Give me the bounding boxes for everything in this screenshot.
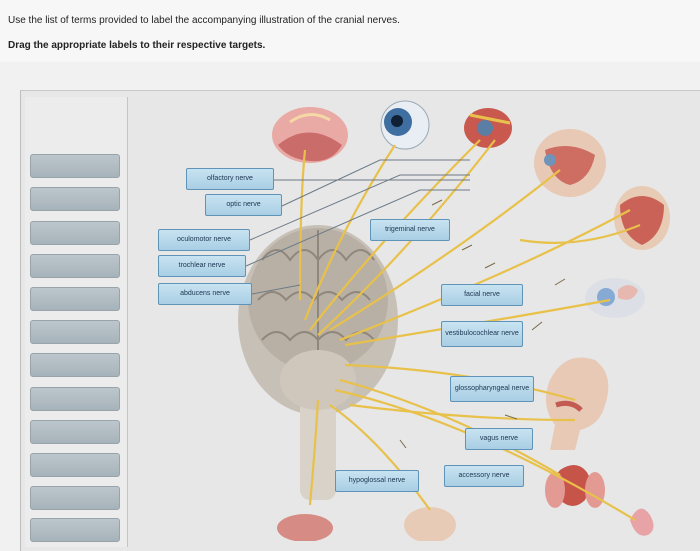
label-bank-slot[interactable] [30,420,120,444]
intestine-image [630,508,654,536]
eyeball-image [380,100,430,150]
label-glossopharyngeal-nerve[interactable]: glossopharyngeal nerve [450,376,534,402]
label-bank-slot[interactable] [30,187,120,211]
label-bank-slot[interactable] [30,518,120,542]
side-head-image [614,186,670,250]
heart-lungs-image [545,465,605,508]
label-hypoglossal-nerve[interactable]: hypoglossal nerve [335,470,419,492]
instruction-text: Use the list of terms provided to label … [8,15,400,26]
label-vestibulocochlear-nerve[interactable]: vestibulocochlear nerve [441,321,523,347]
nasal-cavity-image [272,107,348,163]
label-optic-nerve[interactable]: optic nerve [205,194,282,216]
label-trigeminal-nerve[interactable]: trigeminal nerve [370,219,450,241]
label-bank-slot[interactable] [30,287,120,311]
label-olfactory-nerve[interactable]: olfactory nerve [186,168,274,190]
label-oculomotor-nerve[interactable]: oculomotor nerve [158,229,250,251]
drag-instruction-text: Drag the appropriate labels to their res… [8,40,266,51]
label-bank-slot[interactable] [30,453,120,477]
eye-muscles-image [464,108,512,148]
label-bank-slot[interactable] [30,154,120,178]
inner-ear-image [585,278,645,318]
throat-image [546,357,609,450]
instructions-header: Use the list of terms provided to label … [0,0,700,62]
tongue-image [277,514,333,541]
label-trochlear-nerve[interactable]: trochlear nerve [158,255,246,277]
label-bank-slot[interactable] [30,387,120,411]
label-abducens-nerve[interactable]: abducens nerve [158,283,252,305]
face-image [534,129,606,197]
label-bank-slot[interactable] [30,320,120,344]
label-facial-nerve[interactable]: facial nerve [441,284,523,306]
label-vagus-nerve[interactable]: vagus nerve [465,428,533,450]
cranial-nerves-illustration [238,100,670,541]
brain-image [238,225,398,500]
leader-lines [245,159,470,295]
label-bank-slot[interactable] [30,221,120,245]
label-bank-slot[interactable] [30,486,120,510]
direction-arrows [399,199,566,449]
label-bank-slot[interactable] [30,353,120,377]
label-bank-slot[interactable] [30,254,120,278]
neck-image [404,507,456,541]
label-accessory-nerve[interactable]: accessory nerve [444,465,524,487]
